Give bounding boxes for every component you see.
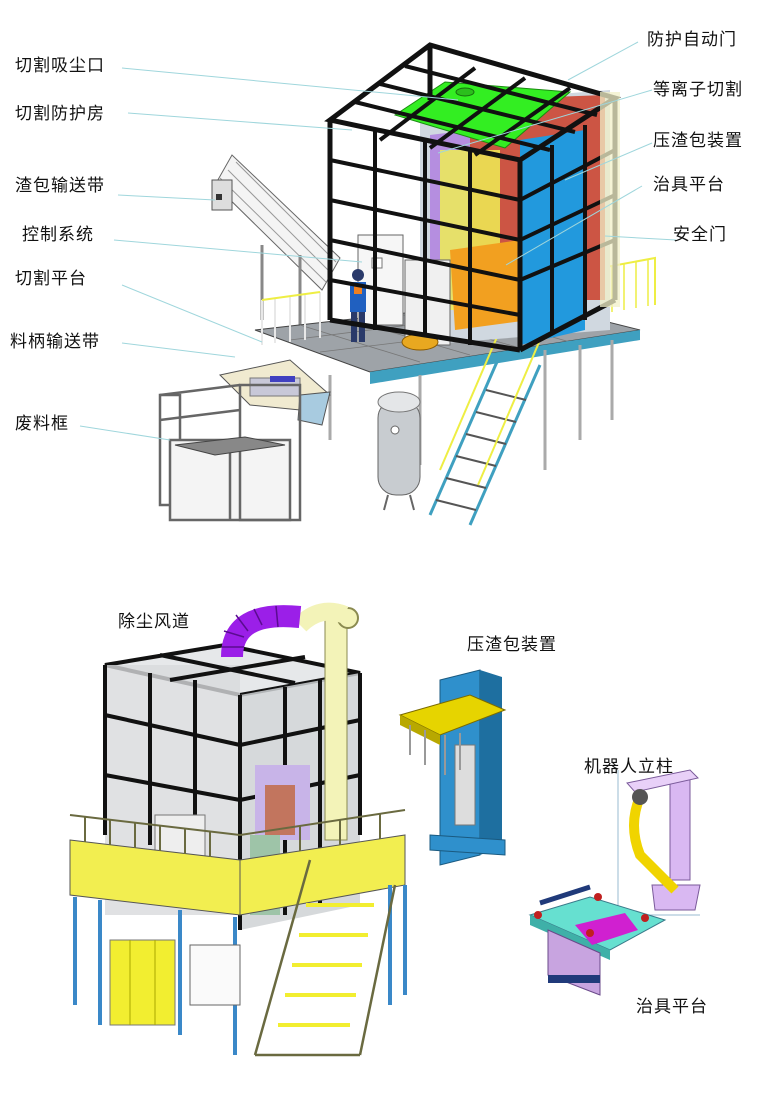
safety-door-art: [600, 92, 620, 307]
leader-lines: [79, 41, 677, 441]
dust-duct-enclosure-art: [69, 602, 407, 1057]
scrap-bin-art: [158, 383, 302, 522]
label-control-system: 控制系统: [22, 225, 94, 245]
fixture-platform-art: [528, 884, 667, 996]
enclosure-frame-art: [324, 42, 621, 353]
bottom-components-diagram: 除尘风道 压渣包装置 机器人立柱 治具平台: [0, 585, 767, 1094]
handle-conveyor-art: [218, 359, 331, 426]
slag-press-device-art: [398, 669, 507, 866]
label-scrap-bin: 废料框: [15, 414, 69, 434]
label-slag-press-device: 压渣包装置: [653, 131, 743, 151]
top-overview-diagram: 切割吸尘口 切割防护房 渣包输送带 控制系统 切割平台 料柄输送带 废料框 防护…: [0, 0, 767, 545]
label-safety-door: 安全门: [673, 225, 727, 245]
cutting-cell-overview-illustration: [79, 41, 677, 526]
robot-column-art: [617, 769, 701, 916]
label-cutting-enclosure: 切割防护房: [15, 104, 105, 124]
label-cutting-platform: 切割平台: [15, 269, 87, 289]
label-plasma-cutting: 等离子切割: [653, 80, 743, 100]
label-fixture-platform: 治具平台: [653, 175, 725, 195]
slag-bag-conveyor-art: [211, 154, 341, 330]
label-robot-column: 机器人立柱: [584, 757, 674, 777]
label-slag-bag-conveyor: 渣包输送带: [15, 176, 105, 196]
label-handle-conveyor: 料柄输送带: [10, 332, 100, 352]
label-auto-protective-door: 防护自动门: [647, 30, 737, 50]
label-dust-suction-port: 切割吸尘口: [15, 56, 105, 76]
label-dust-duct: 除尘风道: [118, 612, 190, 632]
stairs-art: [428, 329, 542, 526]
label-fixture-platform-detail: 治具平台: [636, 997, 708, 1017]
components-illustration: [69, 602, 701, 1057]
air-tank-art: [377, 391, 421, 511]
label-slag-press-device-detail: 压渣包装置: [467, 635, 557, 655]
